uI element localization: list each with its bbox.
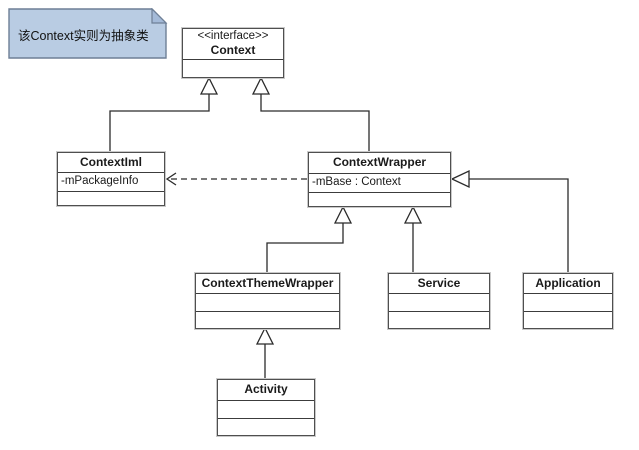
generalization-arrowhead-icon (450, 169, 470, 189)
class-contextwrapper-attribute: -mBase : Context (309, 174, 450, 193)
class-context-empty-compartment (183, 60, 283, 77)
class-context-stereotype: <<interface>> (197, 30, 269, 43)
class-contextiml-name: ContextIml (58, 153, 164, 173)
class-activity-empty-compartment (218, 417, 314, 436)
class-service: Service (388, 273, 490, 329)
class-service-name: Service (389, 274, 489, 294)
note-text: 该Context实则为抽象类 (18, 29, 149, 43)
class-application-empty-compartment (524, 294, 612, 311)
edge-contextwrapper-to-context (260, 94, 370, 152)
class-contextthemewrapper-empty-compartment (196, 310, 339, 329)
class-contextwrapper: ContextWrapper -mBase : Context (308, 152, 451, 207)
class-activity-empty-compartment (218, 401, 314, 418)
class-contextthemewrapper-empty-compartment (196, 294, 339, 311)
class-contextthemewrapper: ContextThemeWrapper (195, 273, 340, 329)
class-contextiml: ContextIml -mPackageInfo (57, 152, 165, 206)
class-service-empty-compartment (389, 310, 489, 329)
class-application-empty-compartment (524, 310, 612, 329)
generalization-arrowhead-icon (403, 205, 423, 224)
generalization-arrowhead-icon (333, 205, 353, 224)
class-application: Application (523, 273, 613, 329)
class-context: <<interface>> Context (182, 28, 284, 78)
class-contextiml-attribute: -mPackageInfo (58, 173, 164, 192)
generalization-arrowhead-icon (255, 326, 275, 345)
class-activity: Activity (217, 379, 315, 436)
class-contextwrapper-empty-compartment (309, 193, 450, 206)
edge-application-to-contextwrapper (469, 178, 569, 273)
class-contextiml-empty-compartment (58, 192, 164, 205)
class-application-name: Application (524, 274, 612, 294)
edge-contextiml-to-context (109, 94, 210, 152)
class-contextthemewrapper-name: ContextThemeWrapper (196, 274, 339, 294)
annotation-note: 该Context实则为抽象类 (8, 7, 168, 60)
generalization-arrowhead-icon (251, 76, 271, 95)
dependency-open-arrowhead-icon (165, 172, 177, 186)
generalization-arrowhead-icon (199, 76, 219, 95)
class-context-name: Context (210, 42, 256, 57)
class-activity-name: Activity (218, 380, 314, 401)
class-contextwrapper-name: ContextWrapper (309, 153, 450, 174)
note-shape-icon (8, 7, 168, 59)
edge-contextthemewrapper-to-contextwrapper (266, 223, 344, 273)
class-service-empty-compartment (389, 294, 489, 311)
